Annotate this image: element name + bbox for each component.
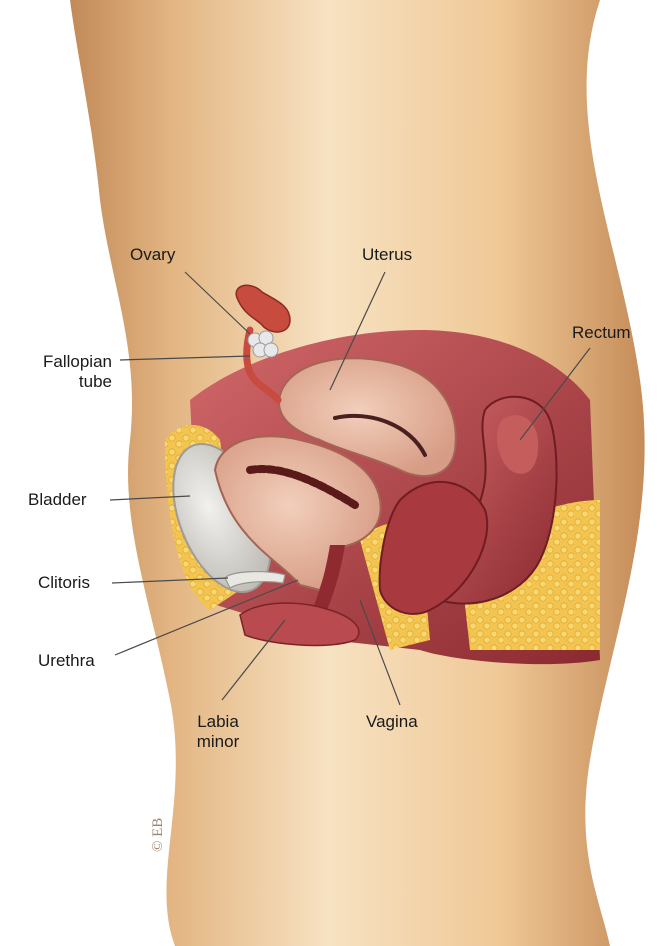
label-labia-minor: Labia minor bbox=[188, 712, 248, 752]
label-rectum: Rectum bbox=[572, 323, 631, 343]
label-uterus: Uterus bbox=[362, 245, 412, 265]
label-clitoris: Clitoris bbox=[38, 573, 90, 593]
label-vagina: Vagina bbox=[366, 712, 418, 732]
label-bladder: Bladder bbox=[28, 490, 87, 510]
label-urethra: Urethra bbox=[38, 651, 95, 671]
copyright-watermark: © EB bbox=[150, 818, 167, 852]
label-fallopian-tube: Fallopian tube bbox=[8, 352, 112, 392]
label-ovary: Ovary bbox=[130, 245, 175, 265]
